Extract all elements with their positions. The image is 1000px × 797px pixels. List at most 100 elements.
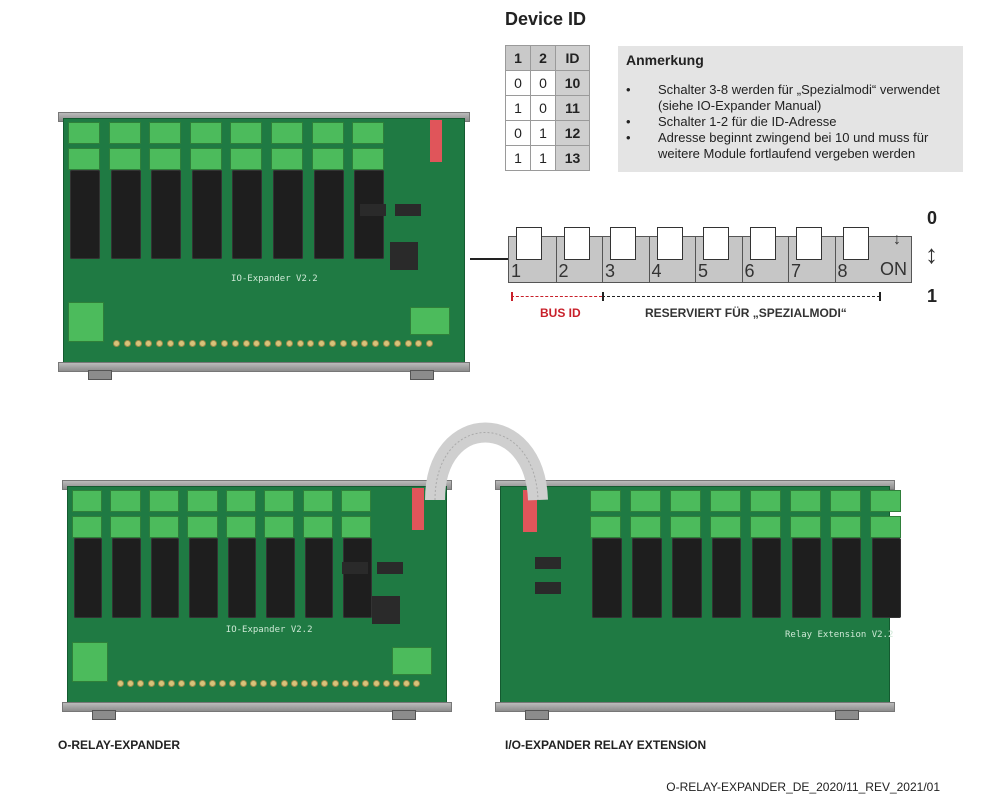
dip-switch-cell: 2 bbox=[555, 227, 603, 282]
wire-terminal-hole bbox=[210, 340, 218, 347]
wire-terminal-hole bbox=[285, 340, 293, 347]
wire-terminal-hole bbox=[137, 680, 145, 687]
dip-switch-number: 5 bbox=[698, 261, 709, 281]
relay bbox=[151, 170, 182, 260]
board-label: IO-Expander V2.2 bbox=[225, 625, 313, 636]
dip-switch-cell: 4 bbox=[648, 227, 696, 282]
cell: 10 bbox=[555, 70, 590, 96]
wire-terminal-hole bbox=[290, 680, 298, 687]
wire-terminal-hole bbox=[113, 340, 120, 347]
bus-terminal bbox=[392, 647, 432, 675]
relay bbox=[592, 538, 622, 618]
wire-terminal-hole bbox=[415, 340, 423, 347]
ribbon-header bbox=[430, 120, 442, 162]
cell: 1 bbox=[505, 145, 531, 171]
dip-switch-toggle bbox=[842, 227, 869, 260]
wire-terminal-hole bbox=[199, 340, 207, 347]
board-label: IO-Expander V2.2 bbox=[231, 274, 318, 284]
terminal-block bbox=[230, 122, 263, 144]
wire-terminal-hole bbox=[404, 340, 412, 347]
dip-switch-number: 8 bbox=[837, 261, 848, 281]
wire-terminal-hole bbox=[168, 680, 176, 687]
dip-switch-toggle bbox=[796, 227, 822, 260]
terminal-block bbox=[72, 516, 103, 538]
ribbon-cable bbox=[425, 422, 548, 501]
wire-terminal-hole bbox=[341, 680, 349, 687]
dip-switch-number: 2 bbox=[558, 261, 569, 281]
wire-terminal-hole bbox=[307, 340, 315, 347]
wire-terminal-hole bbox=[362, 680, 370, 687]
wire-terminal-hole bbox=[301, 680, 309, 687]
terminal-block bbox=[709, 490, 742, 512]
mounting-foot bbox=[92, 710, 116, 720]
mounting-foot bbox=[392, 710, 416, 720]
terminal-block bbox=[148, 490, 180, 512]
io-expander-board-photo: IO-Expander V2.2 bbox=[58, 112, 470, 382]
note-title: Anmerkung bbox=[626, 52, 704, 68]
wire-terminal-hole bbox=[403, 680, 411, 687]
wire-terminal-hole bbox=[219, 680, 227, 687]
wire-terminal-hole bbox=[331, 680, 339, 687]
terminal-block bbox=[629, 516, 662, 538]
dip-switch-cell: 1 bbox=[509, 227, 556, 282]
board-label: Relay Extension V2.2 bbox=[785, 630, 894, 641]
reserved-range-line bbox=[602, 296, 880, 297]
relay bbox=[304, 538, 334, 618]
terminal-block bbox=[869, 516, 902, 538]
cell: 0 bbox=[505, 70, 531, 96]
dip-switch-number: 4 bbox=[651, 261, 662, 281]
dip-switch-toggle bbox=[563, 227, 590, 260]
dip-switch-toggle bbox=[610, 227, 636, 260]
wire-terminal-hole bbox=[178, 680, 186, 687]
relay bbox=[273, 170, 304, 260]
wire-terminal-hole bbox=[372, 680, 380, 687]
dip-switch-number: 3 bbox=[605, 261, 616, 281]
wire-terminal-hole bbox=[177, 340, 185, 347]
power-terminal bbox=[68, 302, 104, 342]
dip-switch-toggle bbox=[749, 227, 776, 260]
dip-switch-toggle bbox=[516, 227, 542, 260]
cell: 0 bbox=[530, 70, 556, 96]
wire-terminal-hole bbox=[329, 340, 336, 347]
terminal-block bbox=[311, 122, 344, 144]
terminal-block bbox=[789, 516, 822, 538]
page-title: Device ID bbox=[505, 9, 587, 29]
dip-switch-toggle bbox=[656, 227, 683, 260]
caption-right: I/O-EXPANDER RELAY EXTENSION bbox=[505, 738, 707, 752]
wire-terminal-hole bbox=[147, 680, 155, 687]
terminal-block bbox=[148, 516, 180, 538]
state-off-label: 0 bbox=[927, 208, 938, 228]
dip-switch-cell: 5 bbox=[695, 227, 742, 282]
terminal-block bbox=[72, 490, 103, 512]
bus-id-label: BUS ID bbox=[540, 306, 581, 320]
range-tick bbox=[602, 292, 604, 301]
microcontroller-chip bbox=[390, 241, 418, 270]
terminal-block bbox=[225, 516, 256, 538]
wire-terminal-hole bbox=[188, 340, 196, 347]
range-tick bbox=[511, 292, 513, 301]
wire-terminal-hole bbox=[117, 680, 124, 687]
wire-terminal-hole bbox=[249, 680, 257, 687]
terminal-block bbox=[829, 516, 862, 538]
terminal-block bbox=[749, 516, 782, 538]
wire-terminal-hole bbox=[352, 680, 360, 687]
terminal-block bbox=[149, 122, 182, 144]
connector-line bbox=[470, 258, 508, 260]
terminal-block bbox=[341, 516, 372, 538]
note-item: Schalter 3-8 werden für „Spezialmodi“ ve… bbox=[626, 82, 955, 114]
terminal-block bbox=[108, 122, 141, 144]
terminal-block bbox=[869, 490, 902, 512]
wire-terminal-hole bbox=[382, 680, 390, 687]
header-cell: 2 bbox=[530, 45, 556, 71]
relay bbox=[871, 538, 902, 618]
terminal-block bbox=[68, 122, 100, 144]
relay bbox=[711, 538, 742, 618]
relay bbox=[227, 538, 257, 618]
terminal-block bbox=[110, 490, 141, 512]
terminal-block bbox=[110, 516, 141, 538]
relay bbox=[74, 538, 103, 618]
microcontroller-chip bbox=[372, 596, 400, 625]
